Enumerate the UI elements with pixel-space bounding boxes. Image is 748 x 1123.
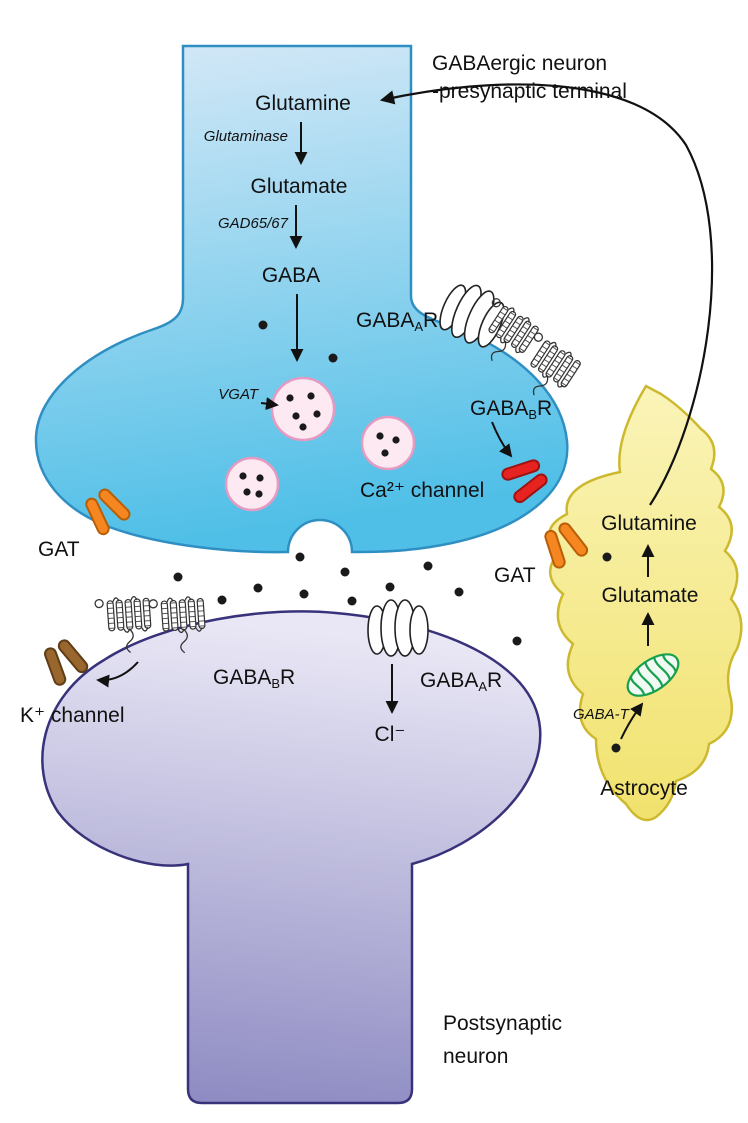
gat-label-right: GAT [494,564,536,587]
vgat-label: VGAT [218,386,260,403]
glutamine-recycling-arrow [379,83,714,506]
gaba-dot [307,392,315,400]
gaba-dot [255,490,263,498]
glutamate-label-presynaptic: Glutamate [251,175,348,198]
gaba-t-enzyme-label: GABA-T [573,706,631,723]
gaba-to-mito-arrow [620,702,644,740]
gaba-label: GABA [262,264,320,287]
gaba-dot [258,320,268,330]
gaba-dot [376,432,384,440]
gaba-dot [381,449,389,457]
gaba-dot [295,552,305,562]
potassium-channel-label: K⁺ channel [20,704,125,727]
gaba-dot [286,394,294,402]
gaba-dot [239,472,247,480]
gaba-dot [385,582,395,592]
gaba-dot [243,488,251,496]
gaba-dot [512,636,522,646]
gaba-dot [299,589,309,599]
synaptic-vesicle [360,415,416,471]
synaptic-cleft-gaba-molecules [173,552,612,646]
gaba-dot [299,423,307,431]
gaba-dot [423,561,433,571]
gaba-dot [454,587,464,597]
gaba-dot [602,552,612,562]
glutamine-label-astrocyte: Glutamine [601,512,697,535]
gabab-to-ca-channel-arrow [491,421,513,458]
gaba-dot [340,567,350,577]
gaba-dot [347,596,357,606]
synaptic-vesicle [270,376,336,442]
gaba-dot [611,743,621,753]
chloride-label: Cl⁻ [375,723,406,746]
presynaptic-terminal [34,44,569,554]
gaba-dot [256,474,264,482]
gabaa-receptor-icon-postsynaptic [367,599,429,657]
glutamine-label-presynaptic: Glutamine [255,92,351,115]
presynaptic-note-line2: -presynaptic terminal [432,80,627,103]
postsynaptic-note-line1: Postsynaptic [443,1012,562,1035]
gabab-to-k-channel-arrow [96,661,139,688]
astrocyte-label: Astrocyte [600,777,688,800]
gabaa-receptor-label-presynaptic: GABAAR [356,309,438,334]
gabab-receptor-label-postsynaptic: GABABR [213,666,295,691]
glutamate-label-astrocyte: Glutamate [602,584,699,607]
gaba-dot [313,410,321,418]
gaba-dot [328,353,338,363]
gabaa-receptor-label-postsynaptic: GABAAR [420,669,502,694]
gaba-dot [292,412,300,420]
gaba-dot [173,572,183,582]
postsynaptic-note-line2: neuron [443,1045,508,1068]
gaba-dot [253,583,263,593]
gaba-dot [217,595,227,605]
calcium-channel-label: Ca²⁺ channel [360,479,484,502]
gad-enzyme-label: GAD65/67 [218,215,289,232]
vgat-arrow [260,397,279,411]
presynaptic-note-line1: GABAergic neuron [432,52,607,75]
gat-label-left: GAT [38,538,80,561]
glutaminase-enzyme-label: Glutaminase [204,128,288,145]
gabab-receptor-label-presynaptic: GABABR [470,397,552,422]
synaptic-vesicle [224,456,280,512]
gaba-dot [392,436,400,444]
